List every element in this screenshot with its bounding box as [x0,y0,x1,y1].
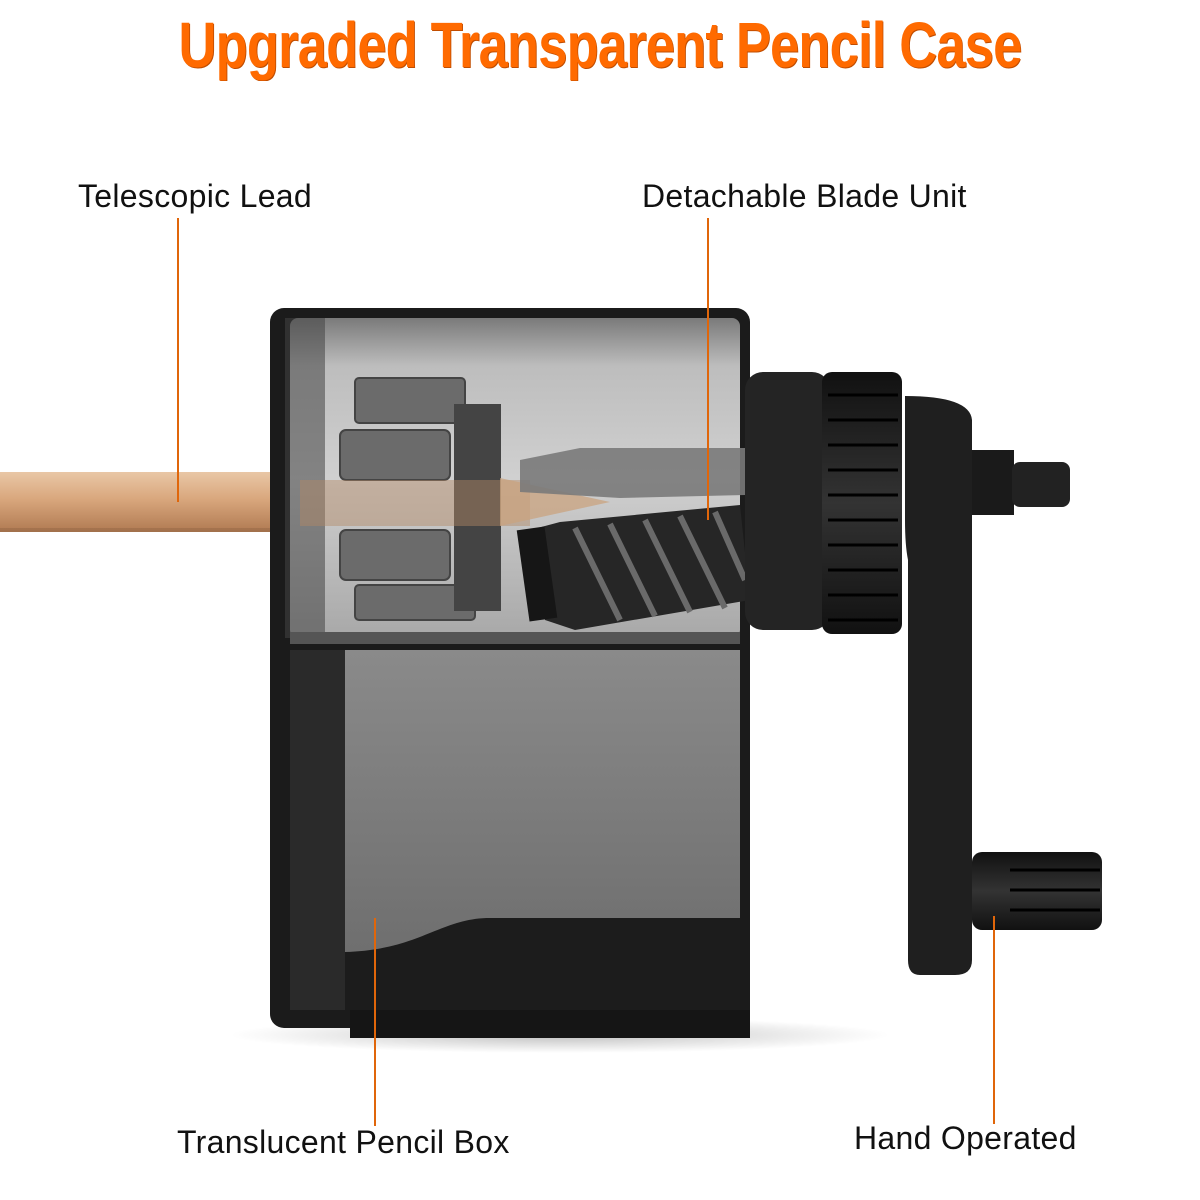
callout-hand-operated: Hand Operated [854,1120,1077,1156]
leader-line-translucent-pencil-box [374,918,376,1126]
leader-line-telescopic-lead [177,218,179,502]
pencil [0,472,272,532]
crank-assembly [745,372,1102,975]
leader-line-hand-operated [993,916,995,1124]
sharpener-case [270,308,750,1038]
leader-line-detachable-blade-unit [707,218,709,520]
helical-blade [516,505,750,630]
callout-translucent-pencil-box: Translucent Pencil Box [177,1124,510,1160]
callout-detachable-blade-unit: Detachable Blade Unit [642,178,967,214]
callout-telescopic-lead: Telescopic Lead [78,178,312,214]
gear-mechanism [339,377,501,621]
page-title: Upgraded Transparent Pencil Case [178,9,1023,81]
